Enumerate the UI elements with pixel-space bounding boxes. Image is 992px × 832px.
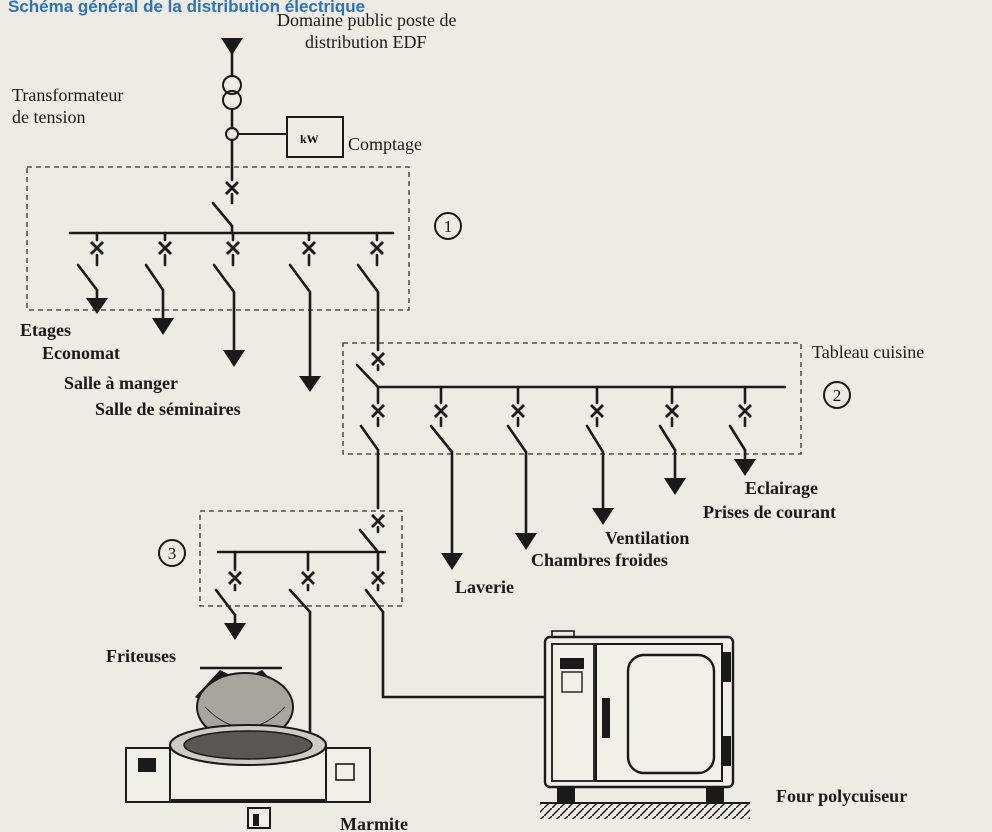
feeder-laverie: [429, 385, 463, 570]
panel-3-main-breaker-icon: [370, 513, 386, 529]
feeder-economat: [144, 231, 174, 335]
arrow-eclairage-icon: [734, 459, 756, 476]
panel-2-number: 2: [833, 386, 842, 405]
arrow-ventilation-icon: [592, 508, 614, 525]
oven-window: [626, 653, 716, 775]
panel-3-number-badge: [158, 539, 186, 567]
feeder-marmite: [288, 550, 316, 740]
panel-3: 3 Friteuses: [106, 510, 547, 740]
feeder-salle-a-manger: [212, 231, 245, 367]
marmite-control-icon: [138, 758, 156, 772]
arrow-laverie-icon: [441, 553, 463, 570]
comptage-label: Comptage: [348, 134, 422, 154]
transformer-label-line1: Transformateur: [12, 85, 123, 105]
output-label-eclairage: Eclairage: [745, 478, 818, 498]
output-label-salle-de-seminaires: Salle de séminaires: [95, 399, 241, 419]
output-label-chambres-froides: Chambres froides: [531, 550, 668, 570]
feeder-to-panel-2: [356, 231, 385, 352]
arrow-chambres-froides-icon: [515, 533, 537, 550]
supply-section: kW Comptage Domaine public poste de dist…: [12, 10, 456, 182]
output-label-laverie: Laverie: [455, 577, 514, 597]
panel-1-number-badge: [434, 212, 462, 240]
output-label-marmite: Marmite: [340, 814, 408, 832]
meter-tap: [225, 127, 239, 141]
four-polycuiseur-illustration: Four polycuiseur: [540, 630, 907, 819]
arrow-etages-icon: [86, 298, 108, 314]
feeder-etages: [76, 231, 108, 314]
oven-display-icon: [560, 658, 584, 669]
tableau-cuisine-label: Tableau cuisine: [812, 342, 924, 362]
feeder-eclairage: [728, 385, 756, 476]
arrow-salle-de-seminaires-icon: [299, 376, 321, 392]
marmite-illustration: Marmite: [125, 666, 408, 832]
arrow-salle-a-manger-icon: [223, 350, 245, 367]
panel-1-border: [26, 166, 410, 311]
kw-meter-label: kW: [300, 132, 319, 146]
supply-arrow-icon: [221, 38, 243, 55]
arrow-prises-de-courant-icon: [664, 478, 686, 495]
feeder-salle-de-seminaires: [288, 231, 321, 392]
feeder-four: [364, 550, 547, 699]
oven-floor: [540, 803, 750, 819]
feeder-prises-de-courant: [658, 385, 686, 495]
oven-body: [543, 635, 735, 789]
feeder-chambres-froides: [506, 385, 537, 550]
output-label-economat: Economat: [42, 343, 120, 363]
oven-handle-icon: [602, 698, 610, 738]
feeder-ventilation: [585, 385, 614, 525]
panel-2-main-breaker-icon: [370, 351, 386, 367]
panel-3-number: 3: [168, 544, 177, 563]
output-label-friteuses: Friteuses: [106, 646, 176, 666]
main-breaker-icon: [224, 180, 240, 196]
panel-2: Tableau cuisine: [342, 342, 924, 597]
transformer-label-line2: de tension: [12, 107, 86, 127]
diagram-heading: Schéma général de la distribution électr…: [8, 0, 366, 16]
arrow-economat-icon: [152, 318, 174, 335]
domaine-label-line1: Domaine public poste de: [277, 10, 456, 30]
kw-meter-box: [286, 116, 344, 158]
panel-2-border: [342, 342, 802, 455]
panel-2-number-badge: [823, 381, 851, 409]
panel-1-number: 1: [444, 217, 453, 236]
arrow-friteuses-icon: [224, 623, 246, 640]
feeder-friteuses: [214, 550, 246, 640]
domaine-label-line2: distribution EDF: [305, 32, 427, 52]
feeder-to-panel-3: [359, 385, 386, 510]
output-label-etages: Etages: [20, 320, 71, 340]
transformer-coil-top: [222, 75, 242, 95]
output-label-prises-de-courant: Prises de courant: [703, 502, 836, 522]
output-label-ventilation: Ventilation: [605, 528, 689, 548]
panel-3-border: [199, 510, 403, 607]
panel-1: 1 Etages Economat Salle à manger Salle d…: [20, 166, 462, 419]
output-label-four-polycuiseur: Four polycuiseur: [776, 786, 907, 806]
output-label-salle-a-manger: Salle à manger: [64, 373, 178, 393]
